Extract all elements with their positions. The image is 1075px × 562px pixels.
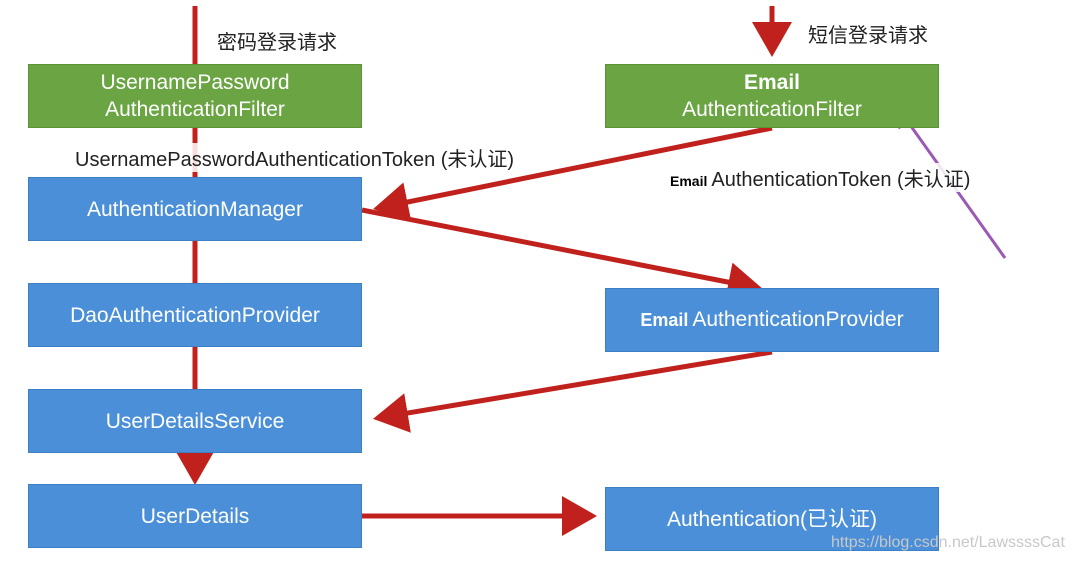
email-provider-name: AuthenticationProvider [692, 308, 904, 331]
email-token-label-group: Email AuthenticationToken (未认证) [670, 163, 971, 192]
authentication-result-box: Authentication(已认证) [605, 487, 939, 551]
manager-to-email-provider-arrow [361, 207, 763, 302]
sms-login-request-label: 短信登录请求 [808, 23, 928, 47]
email-provider-prefix: Email [640, 310, 689, 330]
watermark-text: https://blog.csdn.net/LawssssCat [831, 534, 1065, 551]
user-details-box: UserDetails [28, 484, 362, 548]
email-token-text: AuthenticationToken (未认证) [711, 169, 971, 191]
email-token-prefix: Email [670, 173, 708, 189]
authentication-manager-label: AuthenticationManager [87, 197, 303, 221]
email-filter-box: Email AuthenticationFilter [605, 64, 939, 128]
email-filter-prefix: Email [743, 71, 801, 94]
email-authentication-provider-row: Email AuthenticationProvider [640, 306, 903, 334]
email-filter-name: AuthenticationFilter [682, 98, 862, 121]
user-details-label: UserDetails [140, 504, 250, 528]
authentication-result-label: Authentication(已认证) [666, 507, 878, 531]
dao-authentication-provider-label: DaoAuthenticationProvider [70, 303, 320, 327]
password-login-request-label: 密码登录请求 [217, 30, 337, 54]
username-password-token-label: UsernamePasswordAuthenticationToken (未认证… [75, 143, 515, 172]
user-details-service-box: UserDetailsService [28, 389, 362, 453]
username-password-filter-line2: AuthenticationFilter [105, 98, 285, 121]
user-details-service-label: UserDetailsService [105, 409, 285, 433]
email-authentication-provider-box: Email AuthenticationProvider [605, 288, 939, 352]
username-password-filter-line1: UsernamePassword [100, 71, 290, 94]
email-provider-to-uds-arrow [373, 349, 773, 433]
email-filter-to-manager-arrow [373, 125, 773, 222]
authentication-manager-box: AuthenticationManager [28, 177, 362, 241]
dao-authentication-provider-box: DaoAuthenticationProvider [28, 283, 362, 347]
username-password-filter-box: UsernamePassword AuthenticationFilter [28, 64, 362, 128]
